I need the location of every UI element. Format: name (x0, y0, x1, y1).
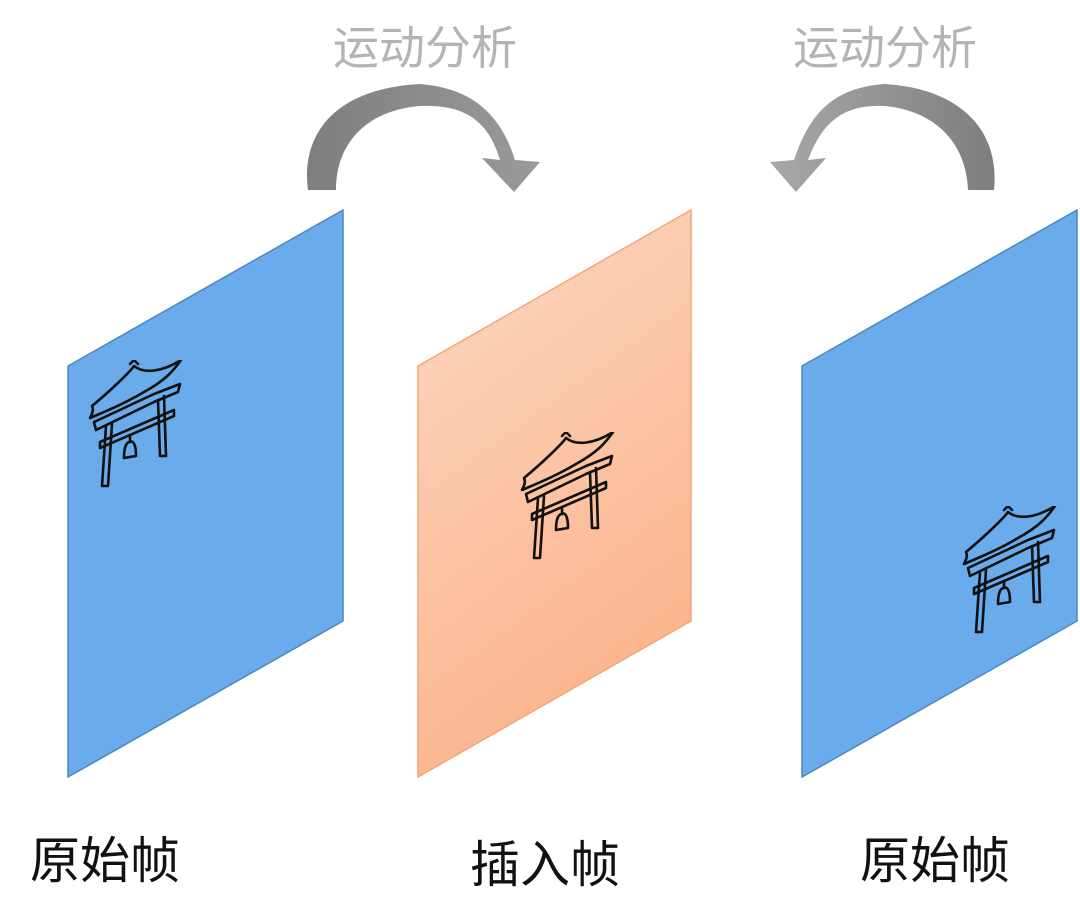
interpolated-frame (417, 208, 692, 779)
original-frame-right (801, 208, 1078, 779)
frame-panel (67, 208, 344, 779)
curved-arrow-right-icon (306, 84, 540, 192)
original-frame-left (67, 208, 344, 779)
motion-analysis-arrow-left: 运动分析 (306, 21, 540, 192)
frame-panel (417, 208, 692, 779)
motion-analysis-arrow-right: 运动分析 (770, 21, 995, 192)
curved-arrow-left-icon (770, 84, 995, 192)
frame-panel (801, 208, 1078, 779)
arrow-label-left: 运动分析 (333, 21, 517, 75)
frame-label-left: 原始帧 (30, 832, 180, 890)
frame-label-middle: 插入帧 (470, 836, 620, 894)
arrow-label-right: 运动分析 (793, 21, 977, 75)
frame-label-right: 原始帧 (860, 832, 1010, 890)
